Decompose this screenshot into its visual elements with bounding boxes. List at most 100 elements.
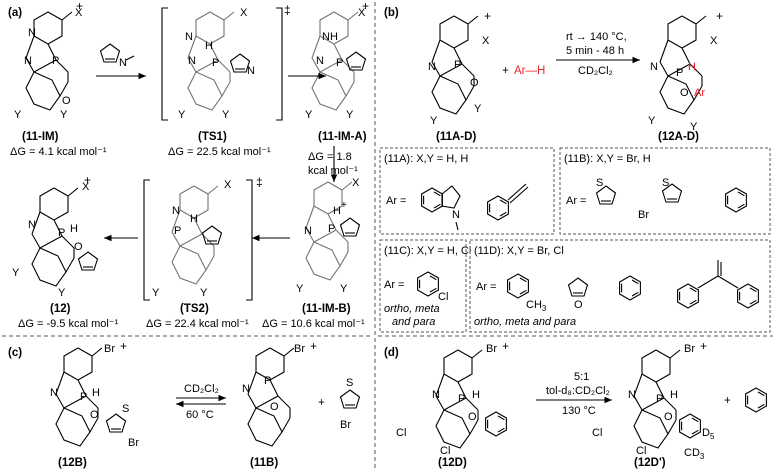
svg-text:X: X bbox=[240, 7, 248, 19]
svg-text:Cl: Cl bbox=[438, 291, 448, 303]
svg-text:S: S bbox=[122, 403, 129, 415]
svg-text:CD3: CD3 bbox=[684, 447, 705, 461]
svg-text:P: P bbox=[212, 57, 219, 69]
panel-c: (c) Br N P H O S Br + (12B) CD₂Cl₂ 60 °C… bbox=[8, 339, 361, 469]
svg-text:O: O bbox=[74, 241, 83, 253]
molecule-12d: Br N P H O Cl Cl + bbox=[396, 339, 509, 457]
svg-text:Y: Y bbox=[648, 115, 656, 127]
box-11c-omp-1: ortho, meta bbox=[384, 303, 440, 315]
svg-text:N: N bbox=[185, 31, 193, 43]
bromothiophene-substituent: S Br bbox=[638, 177, 683, 221]
energy-11-im-a-1: ΔG = 1.8 bbox=[308, 151, 352, 163]
phenylethynyl-substituent bbox=[487, 183, 529, 221]
svg-text:H: H bbox=[190, 213, 198, 225]
svg-text:NH: NH bbox=[322, 31, 338, 43]
svg-text:+: + bbox=[84, 173, 91, 187]
svg-text:H: H bbox=[472, 389, 480, 401]
svg-text:‡: ‡ bbox=[256, 175, 263, 189]
svg-text:P: P bbox=[676, 67, 683, 79]
energy-11-im-b: ΔG = 10.6 kcal mol⁻¹ bbox=[262, 318, 365, 330]
svg-text:Y: Y bbox=[222, 109, 230, 121]
svg-text:N: N bbox=[28, 219, 36, 231]
svg-text:X: X bbox=[75, 7, 83, 19]
svg-text:Y: Y bbox=[58, 287, 66, 299]
svg-text:+: + bbox=[362, 0, 369, 13]
box-11a-title: (11A): X,Y = H, H bbox=[384, 153, 468, 165]
svg-text:N: N bbox=[452, 209, 460, 221]
svg-text:+: + bbox=[700, 339, 707, 353]
energy-11-im: ΔG = 4.1 kcal mol⁻¹ bbox=[10, 146, 107, 158]
energy-11-im-a-2: kcal mol⁻¹ bbox=[308, 165, 358, 177]
energy-ts1: ΔG = 22.5 kcal mol⁻¹ bbox=[168, 146, 271, 158]
molecule-12b: Br N P H O S Br + bbox=[50, 339, 139, 449]
plus-sign-c: + bbox=[318, 397, 325, 409]
svg-text:Br: Br bbox=[340, 419, 351, 431]
panel-b-label: (b) bbox=[384, 7, 399, 19]
label-11a-d: (11A-D) bbox=[436, 131, 476, 143]
label-12b: (12B) bbox=[58, 457, 87, 469]
svg-text:‡: ‡ bbox=[284, 3, 291, 17]
cond-b-3: CD₂Cl₂ bbox=[578, 65, 613, 77]
svg-text:S: S bbox=[596, 177, 603, 189]
svg-text:Cl: Cl bbox=[440, 445, 450, 457]
svg-text:+: + bbox=[310, 339, 317, 353]
svg-text:N: N bbox=[432, 389, 440, 401]
svg-text:Y: Y bbox=[340, 283, 348, 295]
svg-text:Br: Br bbox=[684, 343, 695, 355]
cond-d-3: 130 °C bbox=[562, 405, 596, 417]
phenyl-substituent-11d bbox=[619, 275, 641, 301]
svg-text:O: O bbox=[680, 87, 689, 99]
label-11-im: (11-IM) bbox=[22, 131, 59, 143]
svg-text:H: H bbox=[70, 223, 78, 235]
svg-text:Br: Br bbox=[294, 343, 305, 355]
energy-ts2: ΔG = 22.4 kcal mol⁻¹ bbox=[146, 318, 249, 330]
svg-text:S: S bbox=[662, 177, 669, 189]
svg-text:Y: Y bbox=[60, 109, 68, 121]
svg-text:P: P bbox=[656, 393, 663, 405]
bromothiophene: S Br bbox=[339, 377, 361, 431]
svg-text:P: P bbox=[454, 59, 461, 71]
label-ts2: (TS2) bbox=[180, 303, 209, 315]
box-11a bbox=[379, 147, 555, 235]
svg-text:Cl: Cl bbox=[592, 427, 602, 439]
svg-text:Br: Br bbox=[104, 343, 115, 355]
svg-text:Cl: Cl bbox=[636, 445, 646, 457]
svg-text:O: O bbox=[468, 411, 477, 423]
box-11d-ar: Ar = bbox=[476, 281, 496, 293]
svg-text:P: P bbox=[264, 375, 271, 387]
box-11b-title: (11B): X,Y = Br, H bbox=[564, 153, 651, 165]
svg-text:O: O bbox=[90, 409, 99, 421]
svg-text:X: X bbox=[224, 179, 232, 191]
furyl-substituent: O bbox=[567, 277, 589, 311]
svg-text:P: P bbox=[174, 225, 181, 237]
svg-text:O: O bbox=[664, 411, 673, 423]
molecule-ts1: ‡ X N H N P N Y Y bbox=[161, 3, 291, 121]
molecule-11b: Br N P O + bbox=[242, 339, 317, 447]
energy-12: ΔG = -9.5 kcal mol⁻¹ bbox=[18, 318, 119, 330]
svg-text:N: N bbox=[316, 55, 324, 67]
chlorophenyl-substituent: Cl bbox=[417, 271, 448, 303]
svg-text:Y: Y bbox=[305, 109, 313, 121]
svg-text:Y: Y bbox=[346, 109, 354, 121]
molecule-ts2: ‡ X N H P Y Y bbox=[143, 175, 263, 301]
svg-text:Br: Br bbox=[128, 437, 139, 449]
svg-text:N: N bbox=[650, 61, 658, 73]
box-11c bbox=[379, 239, 467, 333]
label-11-im-a: (11-IM-A) bbox=[318, 131, 367, 143]
svg-text:Br: Br bbox=[638, 209, 649, 221]
svg-text:P: P bbox=[80, 391, 87, 403]
svg-text:N: N bbox=[628, 389, 636, 401]
cond-d-2: tol-d₈:CD₂Cl₂ bbox=[546, 385, 610, 397]
indole-substituent: N bbox=[421, 185, 461, 231]
box-11d bbox=[469, 239, 771, 333]
box-11c-omp-2: and para bbox=[392, 316, 435, 328]
svg-text:Y: Y bbox=[152, 287, 160, 299]
cond-d-1: 5:1 bbox=[574, 371, 589, 383]
svg-text:N: N bbox=[119, 57, 127, 69]
molecule-12a-d: X N P H O Ar Y Y + bbox=[648, 9, 723, 133]
svg-text:+: + bbox=[341, 200, 347, 211]
panel-b: (b) X N P O Y Y + (11A-D) + Ar—H rt → 14… bbox=[379, 7, 771, 333]
label-12d: (12D) bbox=[438, 457, 467, 469]
phenyl-substituent-11b bbox=[725, 187, 747, 213]
svg-text:H: H bbox=[670, 389, 678, 401]
